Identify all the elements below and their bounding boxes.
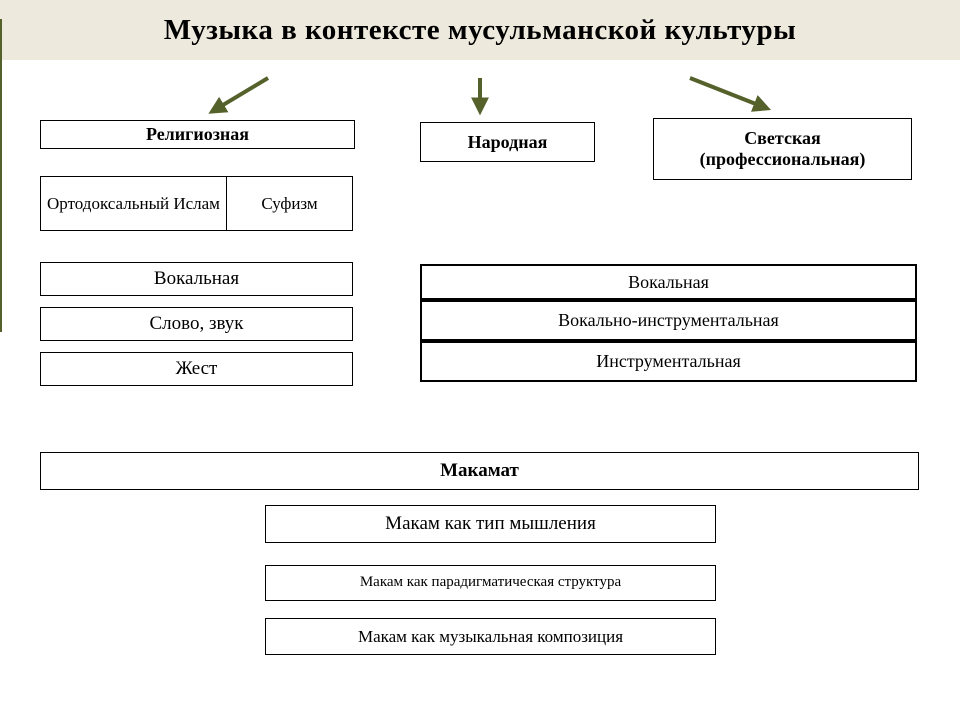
arrow-to-secular <box>689 76 772 112</box>
node-religious-label: Религиозная <box>145 124 250 145</box>
node-folk: Народная <box>420 122 595 162</box>
node-folk-label: Народная <box>467 131 548 152</box>
node-secular-form-instrumental: Инструментальная <box>420 341 917 382</box>
column-divider <box>0 0 2 332</box>
node-secular-sublabel: (профессиональная) <box>699 149 866 169</box>
node-label: Макам как парадигматическая структура <box>359 574 622 591</box>
node-religious-subtypes: Ортодоксальный Ислам Суфизм <box>40 176 353 231</box>
node-label: Инструментальная <box>596 351 741 372</box>
node-label: Макам как музыкальная композиция <box>357 626 624 646</box>
node-label: Вокально-инструментальная <box>558 310 779 331</box>
node-label: Вокальная <box>628 271 709 292</box>
node-maqam-musical-composition: Макам как музыкальная композиция <box>265 618 716 655</box>
node-secular-form-vocal-instrumental: Вокально-инструментальная <box>420 300 917 341</box>
node-orthodox-islam-label: Ортодоксальный Ислам <box>47 193 220 213</box>
footer-band <box>0 0 960 19</box>
node-label: Вокальная <box>153 268 240 290</box>
node-secular: Светская (профессиональная) <box>653 118 912 180</box>
node-label: Слово, звук <box>149 313 244 335</box>
node-secular-form-vocal: Вокальная <box>420 264 917 300</box>
node-religious-form-vocal: Вокальная <box>40 262 353 296</box>
node-maqamat-label: Макамат <box>440 460 519 482</box>
node-sufism-label: Суфизм <box>261 193 318 213</box>
node-religious: Религиозная <box>40 120 355 149</box>
node-maqam-thinking-type: Макам как тип мышления <box>265 505 716 543</box>
node-secular-label: Светская <box>744 128 821 149</box>
node-label: Макам как тип мышления <box>385 513 596 535</box>
node-religious-form-gesture: Жест <box>40 352 353 386</box>
node-maqamat: Макамат <box>40 452 919 490</box>
node-religious-form-word-sound: Слово, звук <box>40 307 353 341</box>
node-label: Жест <box>175 358 218 380</box>
node-sufism: Суфизм <box>227 177 352 230</box>
arrow-to-religious <box>208 76 270 114</box>
node-maqam-paradigmatic-structure: Макам как парадигматическая структура <box>265 565 716 601</box>
node-orthodox-islam: Ортодоксальный Ислам <box>41 177 227 230</box>
